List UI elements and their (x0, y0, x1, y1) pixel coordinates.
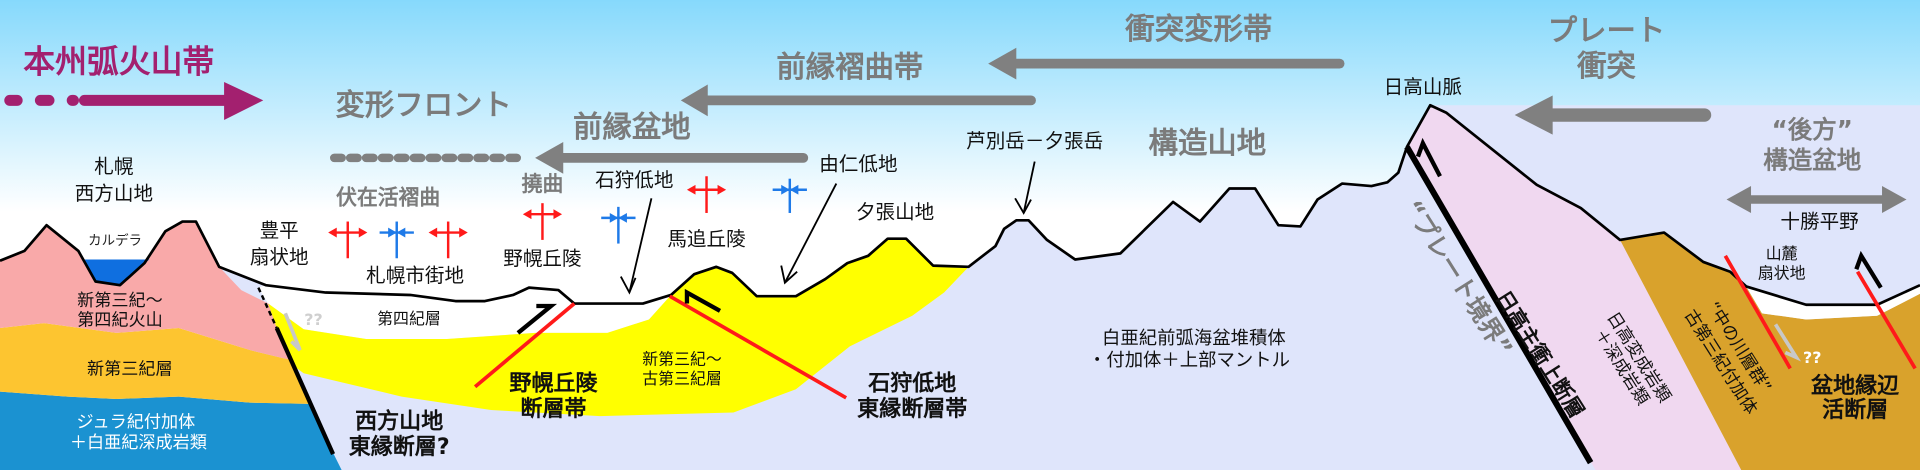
yuni-label: 由仁低地 (819, 153, 897, 176)
plate-collision-label-2: 衝突 (1576, 49, 1636, 83)
west-fault-label-2: 東縁断層? (349, 434, 450, 460)
anticline-symbol-icon (686, 176, 727, 213)
toyohira-label-2: 扇状地 (250, 246, 309, 269)
basin-margin-fault-1 (1723, 254, 1792, 370)
collision-zone-arrow-icon (988, 47, 1345, 80)
plate-collision-label-1: プレート (1548, 13, 1666, 47)
nakanogawa-layer (1620, 232, 1920, 470)
toyohira-label-1: 豊平 (260, 219, 299, 242)
volcanic-layer (0, 221, 291, 360)
sapporo-west-label-2: 西方山地 (75, 182, 153, 205)
piedmont-fan-layer (1746, 285, 1920, 320)
syncline-symbol-icon (772, 178, 807, 213)
syncline-symbol-icon (379, 221, 414, 259)
buried-folds-label: 伏在活褶曲 (336, 185, 440, 209)
nopporo-label: 野幌丘陵 (503, 247, 581, 270)
west-mountain-fault (274, 327, 336, 455)
ishikari-fault-label-2: 東縁断層帯 (857, 396, 967, 422)
anticline-symbol-icon (522, 203, 563, 240)
cretaceous-label-2: ・付加体＋上部マントル (1088, 350, 1290, 371)
hidaka-main-thrust (1404, 145, 1594, 465)
ishikari-fault-label-1: 石狩低地 (867, 370, 956, 396)
quaternary-label: 第四紀層 (377, 309, 441, 328)
ishikari-lowland-label: 石狩低地 (595, 169, 673, 192)
caldera-label: カルデラ (88, 232, 142, 249)
nopporo-fault (473, 302, 576, 389)
caldera-lake (84, 259, 150, 286)
volcanic-label-1: 新第三紀～ (77, 291, 163, 311)
collision-zone-label: 衝突変形帯 (1124, 12, 1272, 46)
jurassic-accretionary-layer (0, 391, 342, 470)
sapporo-west-label-1: 札幌 (94, 155, 133, 178)
fold-belt-arrow-icon (680, 84, 1036, 117)
neo-paleogene-label-1: 新第三紀～ (642, 349, 722, 368)
jurassic-label-1: ジュラ紀付加体 (77, 412, 196, 432)
plate-collision-arrow-icon (1514, 95, 1712, 135)
foreland-basin-label: 前縁盆地 (573, 110, 691, 144)
anticline-symbol-icon (428, 221, 468, 259)
basin-margin-fault-label-1: 盆地縁辺 (1811, 373, 1899, 399)
west-fault-label-1: 西方山地 (355, 408, 443, 434)
yubari-label: 夕張山地 (856, 200, 934, 223)
ishikari-east-fault (668, 294, 848, 400)
nopporo-fault-label-1: 野幌丘陵 (509, 370, 598, 396)
back-basin-label-2: 構造盆地 (1763, 146, 1861, 175)
honshu-arc-arrow-icon (4, 82, 264, 120)
sapporo-city-label: 札幌市街地 (366, 264, 464, 287)
slip-arrow-icon (516, 137, 1883, 335)
syncline-symbol-icon (601, 206, 636, 244)
nopporo-fault-label-2: 断層帯 (520, 396, 586, 422)
volcanic-label-2: 第四紀火山 (77, 311, 163, 331)
neogene-paleogene-layer (268, 238, 969, 417)
question-mark-left: ?? (304, 310, 322, 329)
foreland-basin-arrow-icon (330, 141, 809, 174)
basin-margin-fault-label-2: 活断層 (1822, 397, 1888, 423)
cretaceous-label-1: 白亜紀前弧海盆堆積体 (1102, 328, 1286, 349)
ashibetsu-label: 芦別岳－夕張岳 (966, 129, 1103, 152)
structural-mountains-label: 構造山地 (1149, 126, 1267, 160)
tokachi-label: 十勝平野 (1780, 210, 1858, 233)
basin-margin-fault-2 (1855, 270, 1917, 370)
deformation-front-label: 変形フロント (336, 88, 512, 122)
back-basin-double-arrow-icon (1726, 186, 1907, 213)
hidaka-mountains-label: 日高山脈 (1384, 76, 1462, 99)
question-mark-right: ?? (1803, 348, 1821, 367)
piedmont-label-2: 扇状地 (1758, 264, 1806, 283)
neo-paleogene-label-2: 古第三紀層 (642, 369, 722, 388)
flexure-label: 撓曲 (522, 172, 564, 196)
umaoi-label: 馬追丘陵 (667, 227, 745, 250)
pointer-arrow-icon (620, 161, 1036, 295)
west-mountain-fault-dashed (257, 287, 278, 329)
foreland-fold-belt-label: 前縁褶曲帯 (776, 50, 923, 84)
neogene-label: 新第三紀層 (87, 360, 173, 380)
neogene-layer (0, 323, 309, 404)
anticline-symbol-icon (328, 221, 368, 259)
normal-slip-arrow-icon (283, 312, 1802, 362)
jurassic-label-2: ＋白亜紀深成岩類 (70, 433, 207, 453)
back-basin-label-1: “後方” (1772, 115, 1853, 144)
ground-surface-line (0, 103, 1920, 307)
honshu-arc-label: 本州弧火山帯 (23, 43, 214, 81)
piedmont-label-1: 山麓 (1766, 244, 1798, 263)
hidaka-metamorphic-layer (1406, 105, 1742, 470)
